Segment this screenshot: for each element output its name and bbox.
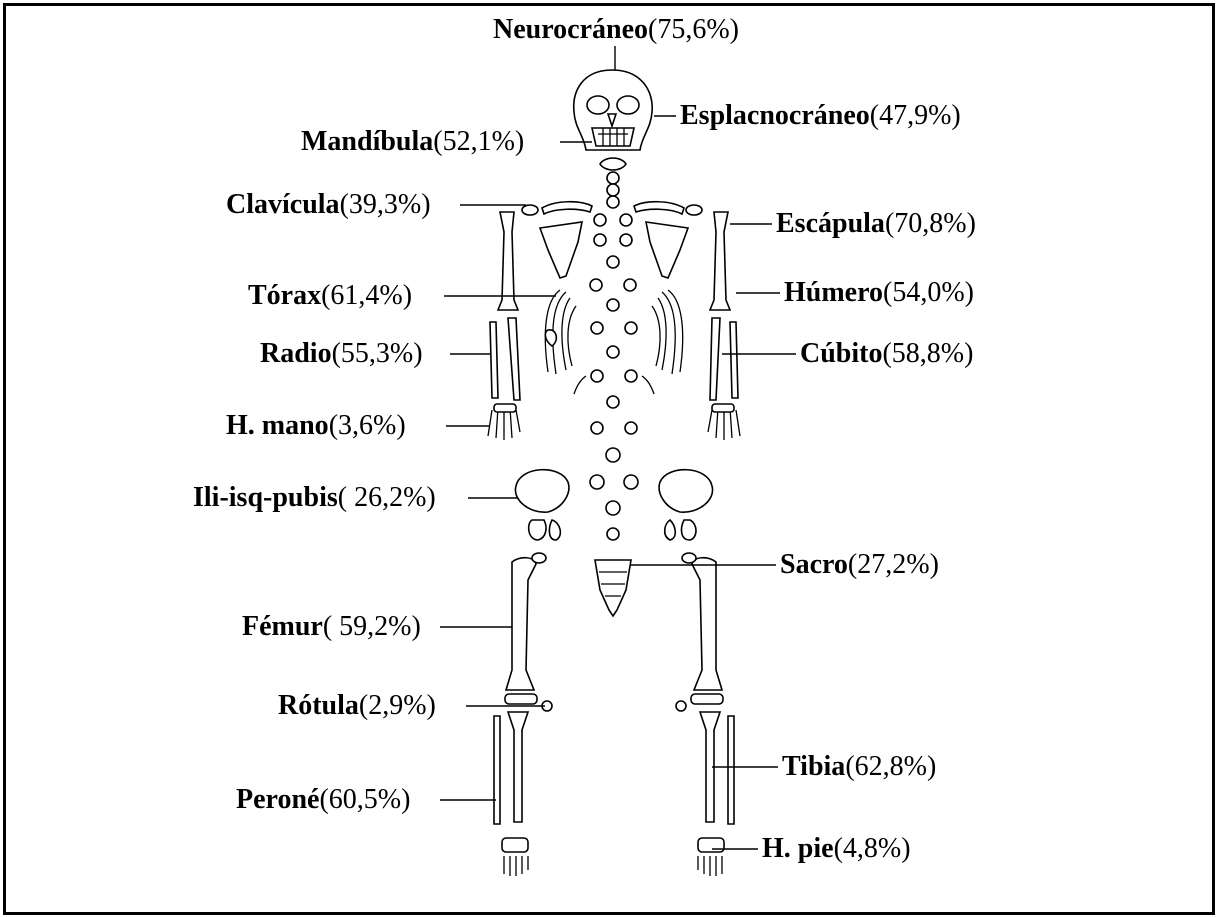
label-name: Ili-isq-pubis bbox=[193, 482, 338, 513]
label-neurocraneo: Neurocráneo(75,6%) bbox=[493, 14, 739, 46]
label-escapula: Escápula(70,8%) bbox=[776, 208, 976, 240]
clavicle-right bbox=[634, 202, 684, 214]
label-mandibula: Mandíbula(52,1%) bbox=[301, 126, 524, 158]
label-percent: (70,8%) bbox=[885, 208, 976, 239]
foot-right bbox=[698, 838, 724, 876]
label-sacro: Sacro(27,2%) bbox=[780, 549, 939, 581]
label-name: Radio bbox=[260, 338, 332, 369]
label-name: Peroné bbox=[236, 784, 319, 815]
label-ili-isq-pubis: Ili-isq-pubis( 26,2%) bbox=[193, 482, 436, 514]
label-percent: (4,8%) bbox=[834, 833, 911, 864]
label-name: Clavícula bbox=[226, 189, 340, 220]
label-femur: Fémur( 59,2%) bbox=[242, 611, 421, 643]
label-tibia: Tibia(62,8%) bbox=[782, 751, 936, 783]
label-name: H. mano bbox=[226, 410, 329, 441]
patella-right bbox=[676, 701, 686, 711]
label-name: Tórax bbox=[248, 280, 321, 311]
ilium-right bbox=[659, 470, 712, 513]
femur-left bbox=[506, 558, 536, 690]
scapula-left bbox=[540, 222, 582, 278]
label-clavicula: Clavícula(39,3%) bbox=[226, 189, 431, 221]
radius-right bbox=[710, 318, 720, 400]
label-radio: Radio(55,3%) bbox=[260, 338, 423, 370]
ulna-left bbox=[508, 318, 520, 400]
skull bbox=[574, 70, 652, 150]
label-percent: (58,8%) bbox=[882, 338, 973, 369]
vertebral-column bbox=[590, 158, 638, 540]
tibia-left bbox=[508, 712, 528, 822]
label-name: Fémur bbox=[242, 611, 323, 642]
label-name: Escápula bbox=[776, 208, 885, 239]
label-percent: (75,6%) bbox=[648, 14, 739, 45]
label-percent: (47,9%) bbox=[870, 100, 961, 131]
clavicle-left bbox=[542, 202, 592, 214]
label-name: Sacro bbox=[780, 549, 848, 580]
hand-left bbox=[488, 404, 520, 440]
label-humero: Húmero(54,0%) bbox=[784, 277, 974, 309]
label-name: Cúbito bbox=[800, 338, 882, 369]
fibula-right bbox=[728, 716, 734, 824]
label-name: Tibia bbox=[782, 751, 845, 782]
femur-right bbox=[692, 558, 722, 690]
ulna-right bbox=[730, 322, 738, 398]
foot-left bbox=[502, 838, 528, 876]
label-percent: (39,3%) bbox=[340, 189, 431, 220]
label-name: Mandíbula bbox=[301, 126, 433, 157]
fibula-left bbox=[494, 716, 500, 824]
label-name: Rótula bbox=[278, 690, 359, 721]
label-cubito: Cúbito(58,8%) bbox=[800, 338, 973, 370]
label-hmano: H. mano(3,6%) bbox=[226, 410, 406, 442]
humerus-right bbox=[710, 212, 730, 310]
label-name: Esplacnocráneo bbox=[680, 100, 870, 131]
label-percent: ( 59,2%) bbox=[323, 611, 421, 642]
label-percent: (52,1%) bbox=[433, 126, 524, 157]
label-percent: ( 26,2%) bbox=[338, 482, 436, 513]
sacrum bbox=[595, 560, 631, 616]
scapula-right bbox=[646, 222, 688, 278]
label-percent: (54,0%) bbox=[883, 277, 974, 308]
label-percent: (2,9%) bbox=[359, 690, 436, 721]
label-percent: (3,6%) bbox=[329, 410, 406, 441]
label-torax: Tórax(61,4%) bbox=[248, 280, 412, 312]
radius-left bbox=[490, 322, 498, 398]
ilium-left bbox=[515, 470, 568, 513]
label-percent: (61,4%) bbox=[321, 280, 412, 311]
label-name: H. pie bbox=[762, 833, 834, 864]
label-name: Neurocráneo bbox=[493, 14, 648, 45]
label-rotula: Rótula(2,9%) bbox=[278, 690, 436, 722]
label-name: Húmero bbox=[784, 277, 883, 308]
label-percent: (55,3%) bbox=[332, 338, 423, 369]
label-perone: Peroné(60,5%) bbox=[236, 784, 410, 816]
label-percent: (62,8%) bbox=[845, 751, 936, 782]
hand-right bbox=[708, 404, 740, 440]
label-percent: (60,5%) bbox=[319, 784, 410, 815]
label-esplacnocraneo: Esplacnocráneo(47,9%) bbox=[680, 100, 961, 132]
label-hpie: H. pie(4,8%) bbox=[762, 833, 911, 865]
label-percent: (27,2%) bbox=[848, 549, 939, 580]
